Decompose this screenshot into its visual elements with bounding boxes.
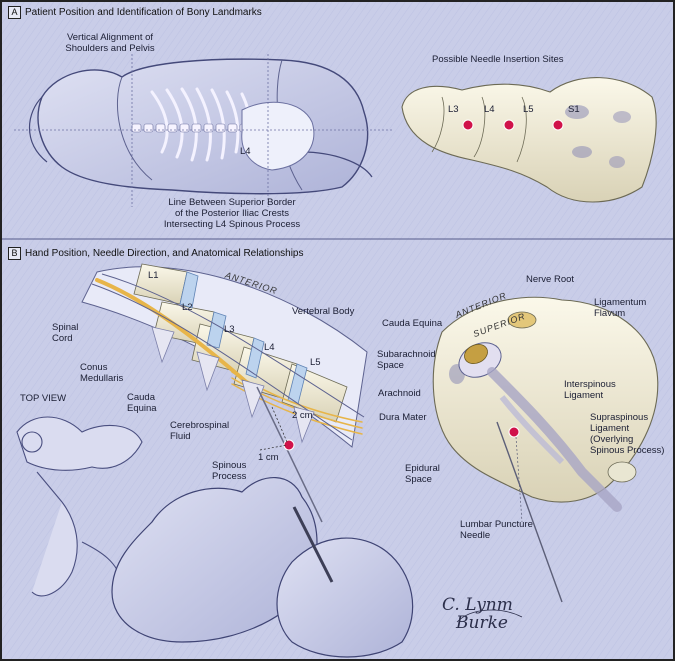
artist-signature: C. Lynm Burke: [442, 596, 513, 632]
top-view-label: TOP VIEW: [20, 393, 67, 404]
supraspinous-line-1: Supraspinous: [590, 412, 649, 423]
insertion-sites-title: Possible Needle Insertion Sites: [432, 54, 564, 65]
signature-flourish: [456, 609, 523, 623]
needle-shaft: [256, 386, 323, 523]
one-cm-label: 1 cm: [258, 452, 279, 463]
spinal-cord-label: Spinal Cord: [52, 322, 78, 344]
epidural-line-2: Space: [405, 474, 432, 485]
top-view-sketch: [16, 416, 143, 597]
conus-line-2: Medullaris: [80, 373, 124, 384]
site-s1: S1: [568, 104, 580, 115]
supraspinous-line-4: Spinous Process): [590, 445, 665, 456]
nerve-root-label: Nerve Root: [526, 274, 575, 285]
vertical-alignment-label: Vertical Alignment of Shoulders and Pelv…: [50, 32, 170, 54]
ligamentum-flavum-label: Ligamentum Flavum: [594, 297, 646, 319]
spinous-line-2: Process: [212, 471, 247, 482]
ligamentum-line-1: Ligamentum: [594, 297, 647, 308]
vertebral-body-label: Vertebral Body: [292, 306, 355, 317]
epidural-line-1: Epidural: [405, 463, 440, 474]
vertical-alignment-line-1: Vertical Alignment of: [66, 32, 154, 43]
interspinous-line-2: Ligament: [564, 390, 604, 401]
epidural-space-label: Epidural Space: [405, 463, 440, 485]
subarachnoid-line-2: Space: [377, 360, 404, 371]
supraspinous-line-2: Ligament: [590, 423, 630, 434]
panel-a-title: Patient Position and Identification of B…: [25, 7, 262, 18]
two-cm-label: 2 cm: [292, 410, 313, 421]
hands: [111, 477, 414, 658]
cauda-equina-left-label: Cauda Equina: [127, 392, 157, 414]
vertebra-l4: L4: [264, 342, 275, 353]
site-l3: L3: [448, 104, 459, 115]
supraspinous-label: Supraspinous Ligament (Overlying Spinous…: [590, 412, 664, 456]
spinous-line-1: Spinous: [212, 460, 247, 471]
needle-line-1: Lumbar Puncture: [460, 519, 533, 530]
cauda-left-line-1: Cauda: [127, 392, 155, 403]
panel-b-letter: B: [8, 247, 21, 260]
subarachnoid-line-1: Subarachnoid: [377, 349, 436, 360]
vertebra-l3: L3: [224, 324, 235, 335]
site-l5: L5: [523, 104, 534, 115]
panel-b-heading: B Hand Position, Needle Direction, and A…: [8, 247, 304, 260]
vertebra-l1: L1: [148, 270, 159, 281]
conus-line-1: Conus: [80, 362, 108, 373]
spinous-process-label: Spinous Process: [212, 460, 246, 482]
vertebra-l5: L5: [310, 357, 321, 368]
arachnoid-label: Arachnoid: [378, 388, 421, 399]
interspinous-label: Interspinous Ligament: [564, 379, 616, 401]
signature-line-2: Burke: [456, 613, 508, 633]
csf-line-1: Cerebrospinal: [170, 420, 230, 431]
panel-a-heading: A Patient Position and Identification of…: [8, 6, 262, 19]
ligamentum-line-2: Flavum: [594, 308, 626, 319]
pelvis: [241, 101, 315, 171]
spinal-column-sagittal: [81, 263, 368, 523]
needle-line-2: Needle: [460, 530, 491, 541]
spinal-cord-line-2: Cord: [52, 333, 73, 344]
subarachnoid-label: Subarachnoid Space: [377, 349, 436, 371]
csf-label: Cerebrospinal Fluid: [170, 420, 229, 442]
spinal-cord-line-1: Spinal: [52, 322, 79, 333]
insertion-site-markers: [462, 119, 564, 131]
csf-line-2: Fluid: [170, 431, 191, 442]
syringe-hub: [292, 506, 334, 583]
lumbar-puncture-needle: [496, 421, 563, 603]
interspinous-line-1: Interspinous: [564, 379, 616, 390]
supraspinous-line-3: (Overlying: [590, 434, 634, 445]
vertical-alignment-line-2: Shoulders and Pelvis: [65, 43, 155, 54]
iliac-line-3: Intersecting L4 Spinous Process: [163, 219, 301, 230]
iliac-line-1: Line Between Superior Border: [168, 197, 296, 208]
panel-a-letter: A: [8, 6, 21, 19]
lumbar-vertebrae-posterior: [401, 77, 657, 203]
cauda-equina-right-label: Cauda Equina: [382, 318, 443, 329]
panel-b-title: Hand Position, Needle Direction, and Ana…: [25, 248, 304, 259]
lumbar-puncture-needle-label: Lumbar Puncture Needle: [460, 519, 533, 541]
l4-marker-label: L4: [240, 146, 251, 157]
vertebra-l2: L2: [182, 302, 193, 313]
cauda-left-line-2: Equina: [127, 403, 157, 414]
site-l4: L4: [484, 104, 495, 115]
iliac-line-label: Line Between Superior Border of the Post…: [152, 197, 312, 230]
signature-line-1: C. Lynm: [442, 595, 513, 615]
dura-mater-label: Dura Mater: [379, 412, 427, 423]
conus-label: Conus Medullaris: [80, 362, 123, 384]
vertebra-oblique-view: [432, 296, 659, 603]
iliac-line-2: of the Posterior Iliac Crests: [174, 208, 290, 219]
